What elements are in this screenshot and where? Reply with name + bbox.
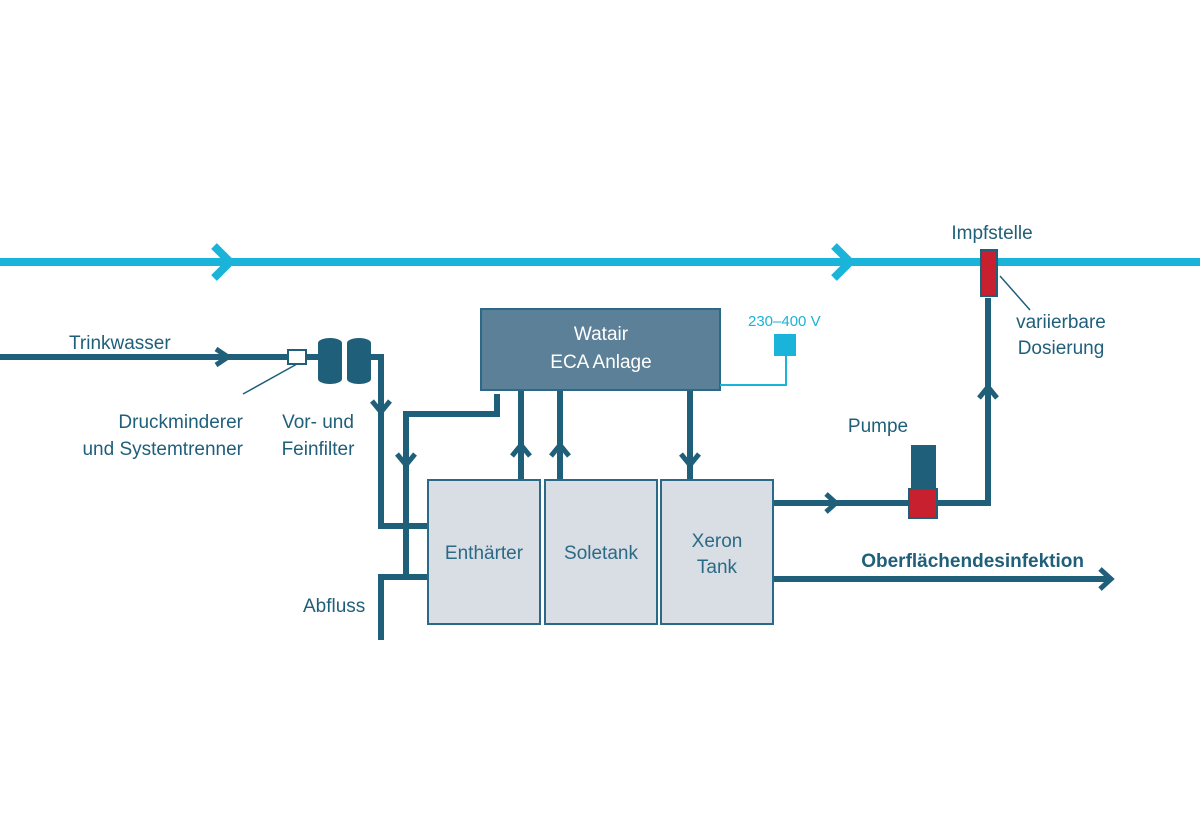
filter-cap-2 (347, 338, 371, 348)
eca-to-drain-pipe (403, 394, 500, 580)
pump-arrow (824, 492, 840, 514)
pump-motor (911, 445, 936, 490)
label-brine-tank: Soletank (564, 543, 638, 564)
label-surface-disinfection: Oberflächendesinfektion (861, 551, 1084, 572)
softener-tank (427, 479, 541, 625)
xeron-tank (660, 479, 774, 625)
filter-body-2 (347, 343, 371, 379)
injection-point (980, 249, 998, 297)
filter-base-2 (347, 374, 371, 384)
pre-fine-filter (318, 338, 371, 384)
label-xeron-2: Tank (697, 557, 738, 578)
power-socket (774, 334, 796, 356)
label-filter-1: Vor- und (282, 412, 354, 433)
main-line-arrow-2 (831, 243, 856, 281)
main-line-arrow-1 (211, 243, 236, 281)
brine-up-arrow (549, 441, 571, 458)
pressure-reducer (287, 349, 307, 365)
pump-body (908, 488, 938, 519)
filter-body-1 (318, 343, 342, 379)
filter-cap-1 (318, 338, 342, 348)
power-supply (720, 334, 796, 386)
label-pump: Pumpe (848, 416, 908, 437)
pump-to-injection-pipe (936, 298, 991, 506)
drain-down-arrow (395, 452, 417, 469)
filter-down-arrow (370, 399, 392, 416)
label-dosing-2: Dosierung (1018, 338, 1105, 359)
eca-unit (480, 308, 721, 391)
filter-to-softener-pipe (371, 354, 428, 529)
surface-output-arrow (1098, 567, 1115, 591)
softener-to-drain-pipe (378, 574, 428, 640)
softener-up-arrow (510, 441, 532, 458)
label-xeron-1: Xeron (692, 531, 743, 552)
injection-up-arrow (977, 383, 999, 400)
label-softener: Enthärter (445, 543, 524, 564)
label-filter-2: Feinfilter (282, 439, 356, 460)
label-pressure-reducer-1: Druckminderer (118, 412, 243, 433)
inlet-arrow (214, 346, 233, 368)
pressure-reducer-leader (242, 363, 298, 395)
label-dosing-1: variierbare (1016, 312, 1106, 333)
power-cable (720, 356, 787, 386)
xeron-down-arrow (679, 452, 701, 469)
label-eca-1: Watair (574, 324, 629, 345)
label-drain: Abfluss (303, 596, 365, 617)
pump (908, 445, 938, 519)
label-eca-2: ECA Anlage (550, 352, 651, 373)
dosing-leader (999, 275, 1031, 311)
label-injection-point: Impfstelle (951, 223, 1032, 244)
label-voltage: 230–400 V (748, 313, 821, 330)
brine-tank (544, 479, 658, 625)
process-pipes (0, 298, 1115, 640)
main-water-line (0, 243, 1200, 281)
label-pressure-reducer-2: und Systemtrenner (82, 439, 243, 460)
label-trinkwasser: Trinkwasser (69, 333, 171, 354)
filter-base-1 (318, 374, 342, 384)
